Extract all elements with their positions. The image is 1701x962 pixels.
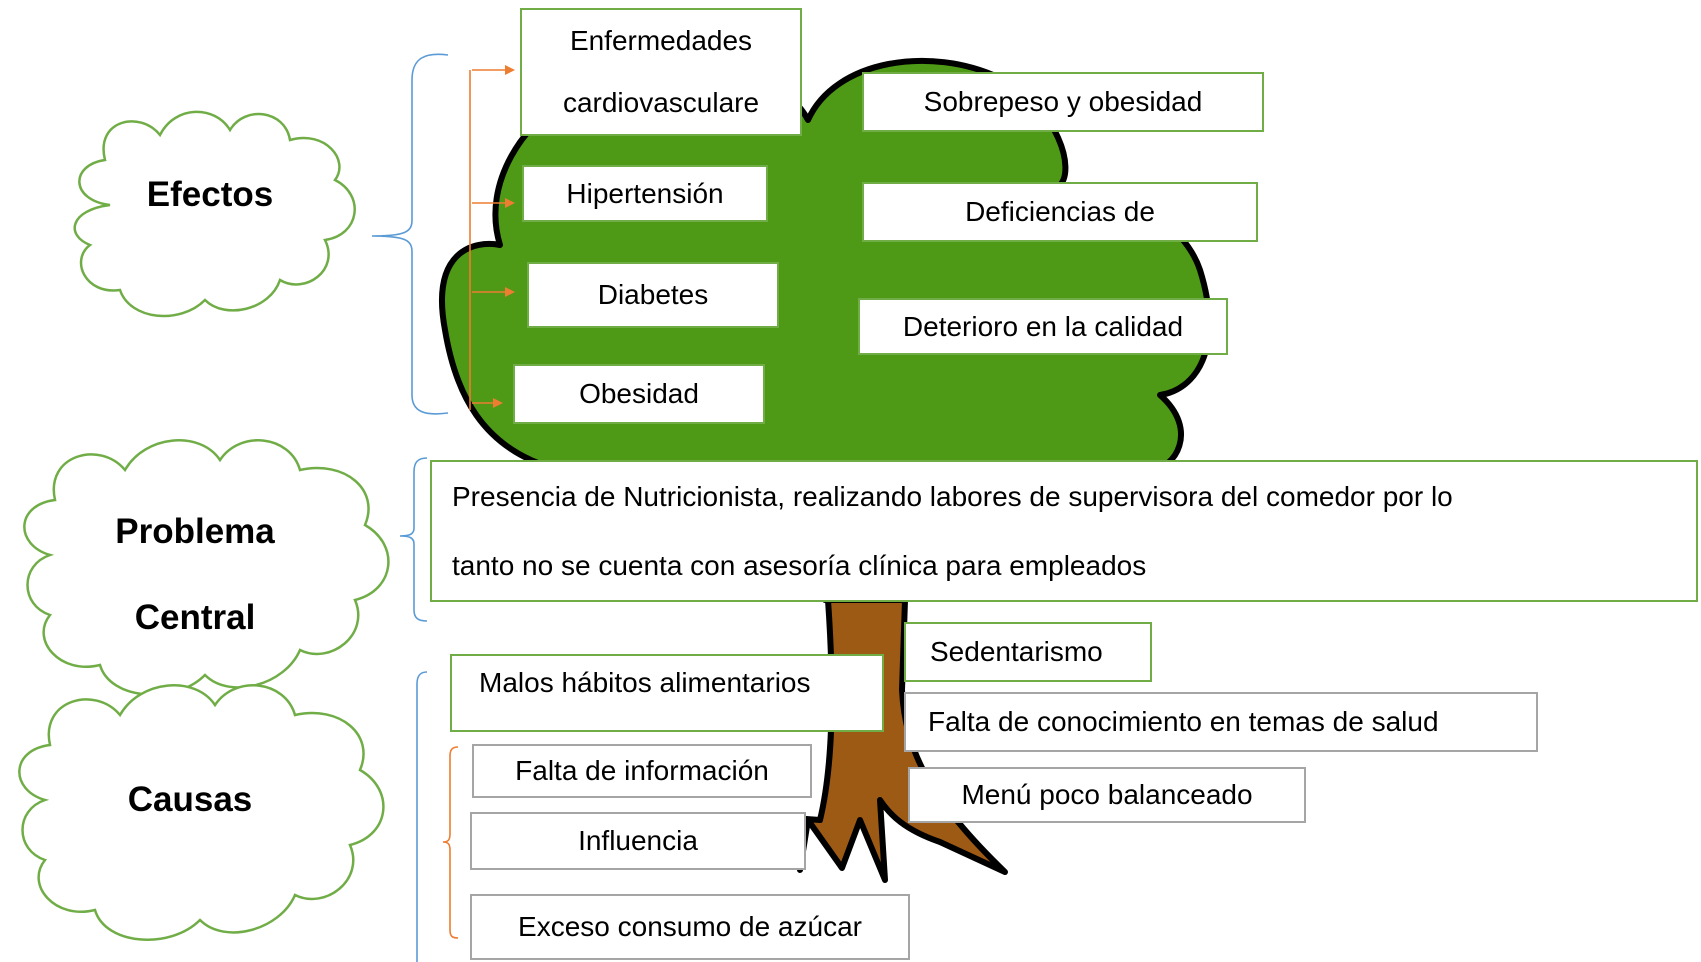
cause-box-sugar: Exceso consumo de azúcar: [470, 894, 910, 960]
cloud-shape-effects: [73, 110, 356, 318]
central-problem-line1: Presencia de Nutricionista, realizando l…: [452, 480, 1453, 512]
cloud-shape-causes: [18, 684, 385, 941]
effect-box-deficiencies: Deficiencias de: [862, 182, 1258, 242]
effect-box-diabetes: Diabetes: [527, 262, 779, 328]
bracket-effects: [371, 53, 449, 415]
cause-box-menu: Menú poco balanceado: [908, 767, 1306, 823]
bracket-problem: [399, 457, 428, 622]
effect-box-deterioration: Deterioro en la calidad: [858, 298, 1228, 355]
effect-box-obesity: Obesidad: [513, 364, 765, 424]
cloud-label-problem-line2: Central: [134, 598, 256, 637]
cloud-shape-problem: [23, 439, 390, 696]
cause-box-influence: Influencia: [470, 812, 806, 870]
cloud-label-problem-line1: Problema: [115, 512, 275, 551]
cause-box-health-knowledge: Falta de conocimiento en temas de salud: [904, 692, 1538, 752]
central-problem-line2: tanto no se cuenta con asesoría clínica …: [452, 549, 1147, 581]
effect-box-cardiovascular: Enfermedades cardiovasculare: [520, 8, 802, 136]
bracket-causes: [416, 671, 428, 962]
cause-box-lack-info: Falta de información: [472, 744, 812, 798]
effect-text-cardio-line1: Enfermedades: [569, 25, 753, 57]
effect-box-hypertension: Hipertensión: [522, 165, 768, 222]
central-problem-box: Presencia de Nutricionista, realizando l…: [430, 460, 1698, 602]
effect-box-overweight: Sobrepeso y obesidad: [862, 72, 1264, 132]
cause-box-bad-habits: Malos hábitos alimentarios: [450, 654, 884, 732]
cloud-label-effects: Efectos: [146, 175, 274, 214]
cause-box-sedentarism: Sedentarismo: [904, 622, 1152, 682]
bracket-orange-causes: [442, 746, 459, 939]
effect-text-cardio-line2: cardiovasculare: [562, 87, 760, 119]
cloud-label-causes: Causas: [127, 780, 253, 819]
